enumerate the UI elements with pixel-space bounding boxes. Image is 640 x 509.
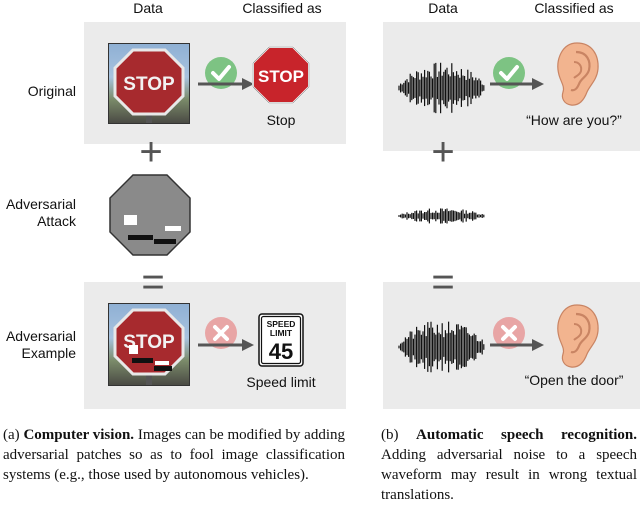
speed-sign-line1: SPEED <box>267 319 296 329</box>
plus-symbol-b: + <box>431 130 455 174</box>
cross-circle-icon <box>205 317 237 349</box>
ear-icon <box>557 42 599 106</box>
row-label-attack-line1: Adversarial <box>5 196 76 212</box>
speed-sign-line2: LIMIT <box>270 328 293 338</box>
caption-a-prefix: (a) <box>3 427 20 443</box>
patch-white-2 <box>165 226 181 231</box>
caption-a-body: Images can be modified by adding adversa… <box>3 427 345 483</box>
row-label-example-line1: Adversarial <box>5 328 76 344</box>
original-sign-text: STOP <box>123 74 175 95</box>
patch-black-2 <box>154 239 176 244</box>
row-label-original: Original <box>27 83 76 99</box>
speed-sign-value: 45 <box>269 339 293 364</box>
caption-a: (a) Computer vision. Images can be modif… <box>3 425 345 485</box>
example-stop-photo: STOP <box>108 303 190 386</box>
caption-b-prefix: (b) <box>381 427 399 443</box>
original-stop-photo: STOP <box>108 43 190 124</box>
patch-black-1 <box>128 235 153 240</box>
equals-symbol-a: = <box>141 260 165 304</box>
header-data-a: Data <box>133 0 163 16</box>
caption-b-title: Automatic speech recognition. <box>416 427 637 443</box>
right-arrow-icon <box>490 78 544 90</box>
right-arrow-icon <box>198 78 254 90</box>
check-circle-icon <box>493 57 525 89</box>
speed-limit-sign: SPEED LIMIT 45 <box>258 313 304 367</box>
adversarial-patch <box>109 174 191 256</box>
check-circle-icon <box>205 57 237 89</box>
header-classified-b: Classified as <box>534 0 614 16</box>
right-arrow-icon <box>198 339 254 351</box>
cross-circle-icon <box>493 317 525 349</box>
example-result-a: Speed limit <box>246 374 316 390</box>
classified-sign-text: STOP <box>258 67 304 86</box>
example-result-b: “Open the door” <box>524 372 624 388</box>
classified-stop-sign: STOP <box>252 46 310 104</box>
row-label-attack: Adversarial Attack <box>0 196 76 230</box>
caption-b-body: Adding adversarial noise to a speech wav… <box>381 447 637 503</box>
original-result-a: Stop <box>266 112 296 128</box>
plus-symbol-a: + <box>139 130 163 174</box>
row-label-example: Adversarial Example <box>0 328 76 362</box>
row-label-example-line2: Example <box>21 345 76 361</box>
header-classified-a: Classified as <box>242 0 322 16</box>
caption-b: (b) Automatic speech recognition. Adding… <box>381 425 637 505</box>
row-label-attack-line2: Attack <box>37 213 76 229</box>
header-data-b: Data <box>428 0 458 16</box>
equals-symbol-b: = <box>431 260 455 304</box>
stop-sign-photo-graphic: STOP <box>113 48 185 123</box>
waveform-icon <box>398 321 485 373</box>
ear-icon <box>557 304 599 368</box>
waveform-icon <box>398 62 485 114</box>
noise-waveform-icon <box>398 208 485 224</box>
original-result-b: “How are you?” <box>526 112 622 128</box>
right-arrow-icon <box>490 339 544 351</box>
caption-a-title: Computer vision. <box>23 427 135 443</box>
stop-sign-example-graphic: STOP <box>113 308 185 385</box>
patch-white-1 <box>124 215 137 225</box>
